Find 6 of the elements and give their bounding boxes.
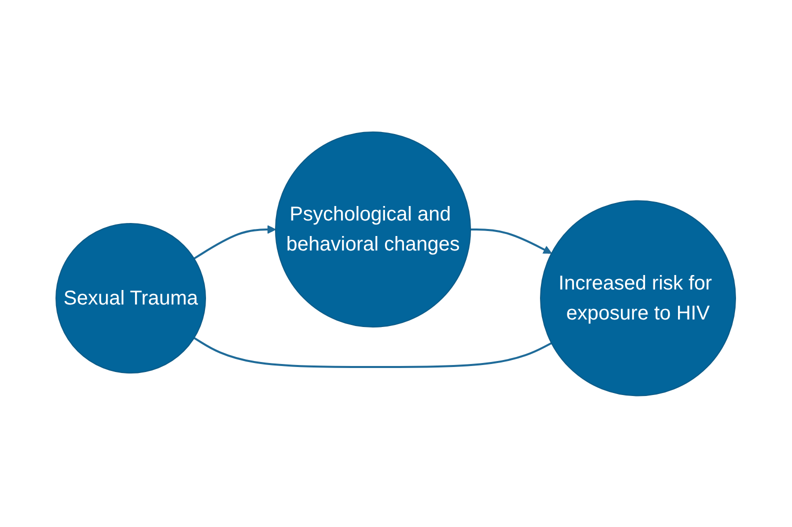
arrow bbox=[194, 224, 276, 260]
arrow bbox=[470, 228, 552, 254]
connector bbox=[194, 336, 552, 368]
node-circle: Increased risk for exposure to HIV bbox=[540, 200, 736, 396]
node-circle: Sexual Trauma bbox=[56, 222, 206, 374]
node-circle: Psychological and behavioral changes bbox=[275, 131, 472, 328]
